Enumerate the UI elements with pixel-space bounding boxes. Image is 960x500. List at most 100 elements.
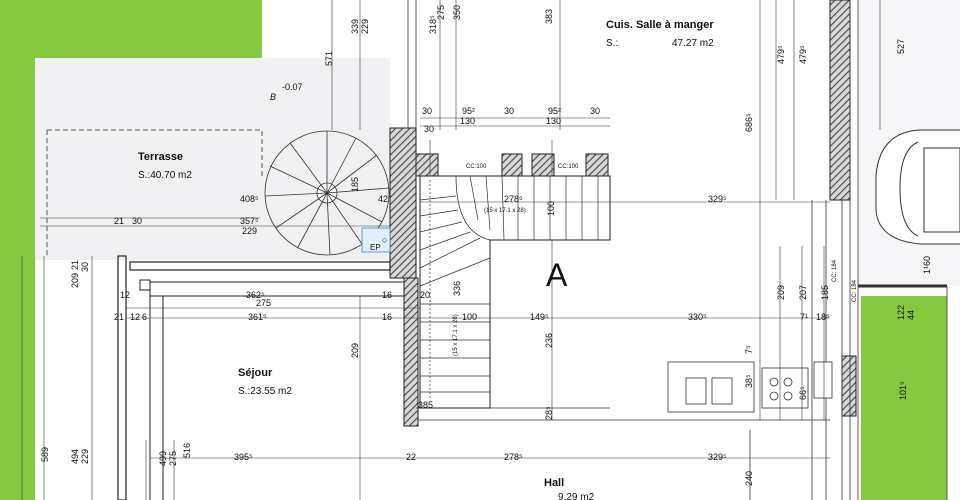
dim-v: 350 xyxy=(452,5,462,20)
dim-h: 361⁵ xyxy=(248,312,267,322)
cc-vertical-b: CC: 184 xyxy=(852,279,858,302)
dim-v: 101⁵ xyxy=(898,381,908,400)
dim-h: 329⁵ xyxy=(708,452,727,462)
dim-h: 30 xyxy=(424,124,434,134)
dim-v: 383 xyxy=(544,9,554,24)
dim-v: 339 xyxy=(350,19,360,34)
dim-h: 278⁵ xyxy=(504,452,523,462)
dim-h: 95² xyxy=(462,106,475,116)
spiral-staircase xyxy=(264,130,390,256)
dim-h: 6 xyxy=(142,312,147,322)
dim-h: 385 xyxy=(418,400,433,410)
dim-v: 209 xyxy=(70,273,80,288)
dim-v: 209 xyxy=(350,343,360,358)
dim-h: 229 xyxy=(242,226,257,236)
living-area: S.:23.55 m2 xyxy=(238,386,292,397)
dim-h: 30 xyxy=(132,216,142,226)
living-name: Séjour xyxy=(238,367,273,379)
dim-v: 185 xyxy=(350,177,360,192)
vertical-dimensions: 339 229 571 318⁵ 275 350 383 479⁵ 479⁵ 6… xyxy=(40,5,932,486)
cc-label-b: CC:100 xyxy=(558,164,579,170)
dim-v: 7⁵ xyxy=(744,345,754,354)
dim-v: 479⁵ xyxy=(798,45,808,64)
dim-v: 589 xyxy=(40,447,50,462)
level-mark: -0.07 xyxy=(282,82,303,92)
cc-label-a: CC:100 xyxy=(466,164,487,170)
dim-h: 100 xyxy=(462,312,477,322)
dim-h: 362⁵ xyxy=(246,290,265,300)
dim-h: 21 xyxy=(114,312,124,322)
car-icon xyxy=(875,129,960,245)
dim-h: 408⁵ xyxy=(240,194,259,204)
dim-h: 130 xyxy=(460,116,475,126)
dim-v: 499 xyxy=(158,451,168,466)
dim-v: 100 xyxy=(546,201,556,216)
kitchen-area-value: 47.27 m2 xyxy=(672,38,714,49)
dim-h: 20 xyxy=(420,290,430,300)
horizontal-dimensions: 30 95² 95² 130 130 30 30 357⁵ 229 21 30 … xyxy=(114,106,830,462)
dim-h: 18⁵ xyxy=(816,312,830,322)
dim-v: 229 xyxy=(360,19,370,34)
dim-v: 479⁵ xyxy=(776,45,786,64)
lawn-left xyxy=(0,0,262,500)
hall-area: 9.29 m2 xyxy=(558,492,595,500)
dim-v: 185 xyxy=(820,285,830,300)
dim-v: 122 xyxy=(896,305,906,320)
kitchen-name: Cuis. Salle à manger xyxy=(606,19,714,31)
dimension-lines xyxy=(21,0,881,500)
dim-h: 329⁵ xyxy=(708,194,727,204)
dim-v: 236 xyxy=(544,333,554,348)
dim-h: 12 xyxy=(120,290,130,300)
dim-v: 229 xyxy=(80,449,90,464)
dim-v: 66⁵ xyxy=(798,386,808,400)
dim-v: 28⁵ xyxy=(544,406,554,420)
dim-h: 16 xyxy=(382,290,392,300)
dim-v: 494 xyxy=(70,449,80,464)
dim-v: 275 xyxy=(168,451,178,466)
cc-vertical-a: CC: 184 xyxy=(832,259,838,282)
terrace-name: Terrasse xyxy=(138,151,183,163)
dim-h: 330⁵ xyxy=(688,312,707,322)
dim-v: 527 xyxy=(896,39,906,54)
stair-width-label: 278⁵ xyxy=(504,194,523,204)
terrace-area: S.:40.70 m2 xyxy=(138,170,192,181)
dim-h: 357⁵ xyxy=(240,216,259,226)
terrace-paving xyxy=(35,58,390,260)
dim-h: 12 xyxy=(130,312,140,322)
dim-v: 38⁵ xyxy=(744,374,754,388)
dim-v: 318⁵ xyxy=(428,15,438,34)
dim-v: 516 xyxy=(182,443,192,458)
dim-v: 686⁵ xyxy=(744,113,754,132)
dim-h: 95² xyxy=(548,106,561,116)
stair-letter: A xyxy=(546,257,568,293)
dim-h: 21 xyxy=(114,216,124,226)
dim-h: 42 xyxy=(378,194,388,204)
staircase xyxy=(419,175,611,409)
ep-label: EP xyxy=(370,243,381,252)
dim-v: 275 xyxy=(436,5,446,20)
dim-v: 30 xyxy=(80,262,90,272)
terrace-outline xyxy=(46,129,263,258)
dim-v: 1¹60 xyxy=(922,256,932,274)
dim-v: 209 xyxy=(776,285,786,300)
dim-h: 149⁵ xyxy=(530,312,549,322)
dim-h: 22 xyxy=(406,452,416,462)
walls xyxy=(117,0,857,500)
kitchen-fixtures xyxy=(667,361,833,413)
dim-v: 571 xyxy=(324,51,334,66)
ep-marker: EP ○ xyxy=(361,227,391,253)
dim-h: 130 xyxy=(546,116,561,126)
stair-note-side: (15 x 17.1 x 28) xyxy=(453,314,459,356)
dim-h: 16 xyxy=(382,312,392,322)
svg-text:○: ○ xyxy=(382,235,387,245)
b-mark: B xyxy=(270,92,276,102)
dim-h: 30 xyxy=(504,106,514,116)
dim-v: 44 xyxy=(906,310,916,320)
lawn-right xyxy=(861,296,947,500)
dim-v: 207 xyxy=(798,285,808,300)
dim-h: 30 xyxy=(590,106,600,116)
dim-h: 275 xyxy=(256,298,271,308)
stair-note-top: (15 x 17.1 x 28) xyxy=(484,208,526,214)
dim-v: 336 xyxy=(452,281,462,296)
